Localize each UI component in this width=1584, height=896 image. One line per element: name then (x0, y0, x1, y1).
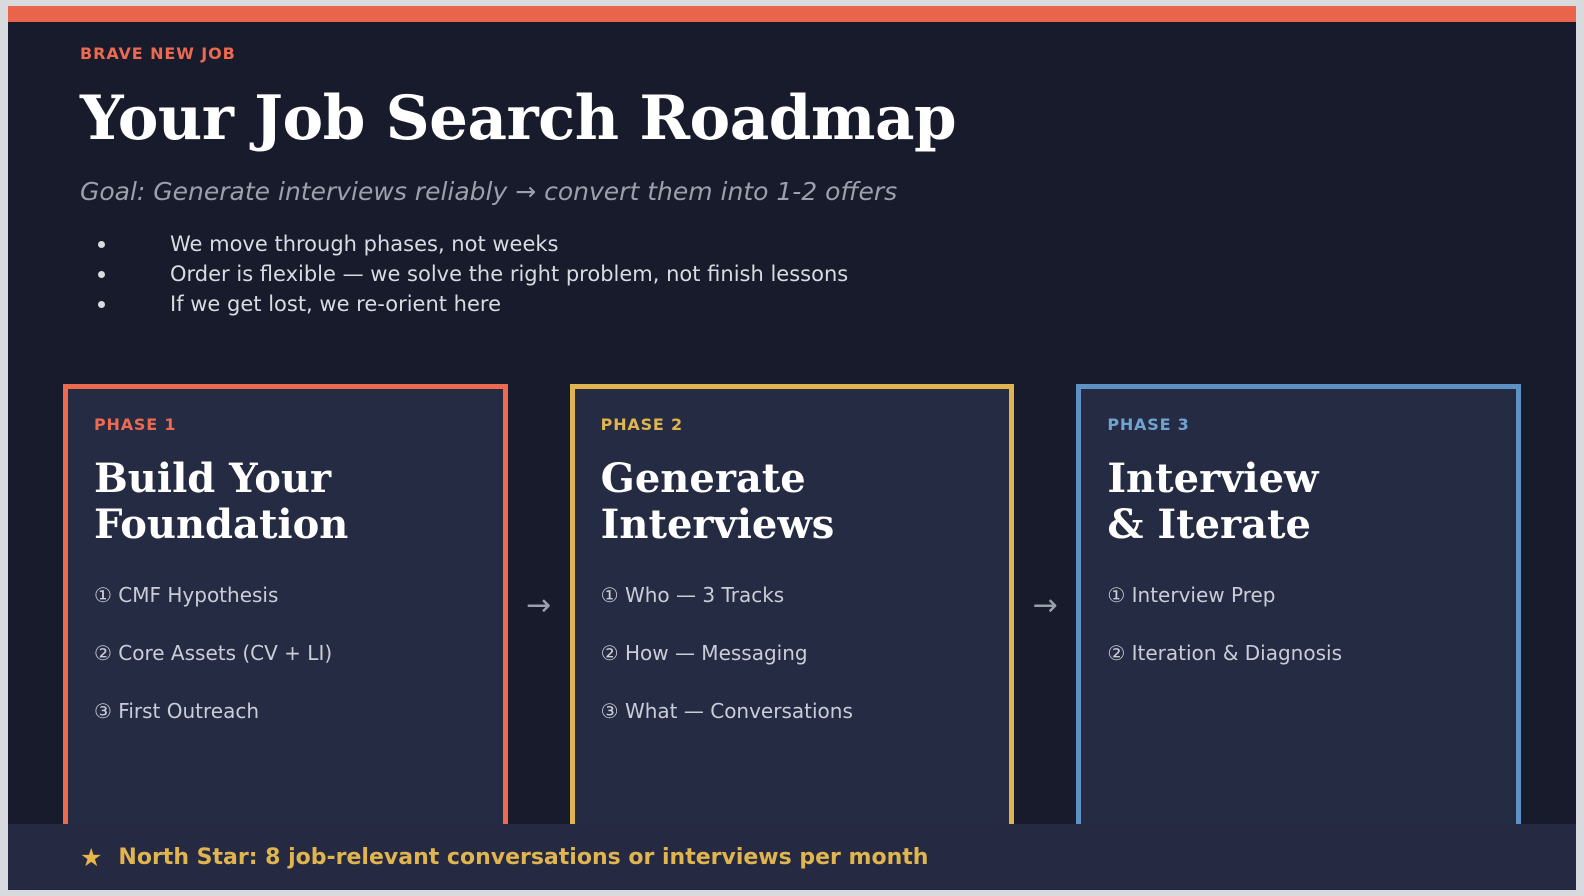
phase-step-item[interactable]: ① Interview Prep (1107, 583, 1276, 608)
phase-step-item[interactable]: ② Core Assets (CV + LI) (94, 641, 333, 666)
list-item-label: Order is flexible — we solve the right p… (170, 261, 849, 286)
phase-steps-list: ① CMF Hypothesis ② Core Assets (CV + LI)… (94, 583, 477, 723)
list-item: Order is flexible — we solve the right p… (98, 260, 1521, 290)
phase-card-1[interactable]: PHASE 1 Build Your Foundation ① CMF Hypo… (63, 384, 508, 836)
bullet-dot-icon (98, 240, 105, 248)
star-icon: ★ (80, 842, 103, 872)
phase-step-item[interactable]: ① Who — 3 Tracks (600, 583, 785, 608)
arrow-right-icon: → (1032, 588, 1058, 623)
arrow-right-icon: → (526, 588, 552, 623)
list-item: We move through phases, not weeks (98, 230, 1521, 260)
phase-title: Generate Interviews (600, 455, 835, 548)
phase-title: Interview & Iterate (1107, 455, 1319, 548)
header-section: BRAVE NEW JOB Your Job Search Roadmap Go… (8, 22, 1576, 824)
phase-steps-list: ① Interview Prep ② Iteration & Diagnosis (1107, 583, 1490, 665)
page-title: Your Job Search Roadmap (80, 83, 957, 154)
phase-card-2[interactable]: PHASE 2 Generate Interviews ① Who — 3 Tr… (569, 384, 1015, 836)
list-item-label: If we get lost, we re-orient here (170, 291, 502, 316)
slide-root: BRAVE NEW JOB Your Job Search Roadmap Go… (8, 6, 1576, 890)
north-star-footer: ★ North Star: 8 job-relevant conversatio… (8, 824, 1576, 890)
phase-label: PHASE 2 (600, 415, 683, 434)
phase-label: PHASE 1 (94, 415, 177, 434)
principles-list: We move through phases, not weeks Order … (98, 230, 1521, 319)
north-star-text: North Star: 8 job-relevant conversations… (118, 844, 929, 870)
phase-step-item[interactable]: ③ First Outreach (94, 699, 260, 724)
phase-steps-list: ① Who — 3 Tracks ② How — Messaging ③ Wha… (601, 583, 984, 723)
list-item: If we get lost, we re-orient here (98, 290, 1521, 320)
phase-title: Build Your Foundation (94, 455, 349, 548)
phase-step-item[interactable]: ① CMF Hypothesis (94, 583, 279, 608)
top-accent-strip (8, 6, 1576, 22)
phase-step-item[interactable]: ② Iteration & Diagnosis (1107, 641, 1342, 666)
list-item-label: We move through phases, not weeks (170, 232, 559, 257)
brand-kicker: BRAVE NEW JOB (80, 44, 236, 63)
bullet-dot-icon (98, 300, 105, 308)
bullet-dot-icon (98, 270, 105, 278)
goal-statement: Goal: Generate interviews reliably → con… (80, 177, 898, 207)
phase-card-3[interactable]: PHASE 3 Interview & Iterate ① Interview … (1076, 384, 1522, 836)
phase-cards-row: PHASE 1 Build Your Foundation ① CMF Hypo… (8, 384, 1576, 836)
phase-label: PHASE 3 (1107, 415, 1190, 434)
phase-step-item[interactable]: ② How — Messaging (600, 641, 808, 666)
phase-step-item[interactable]: ③ What — Conversations (600, 699, 853, 724)
